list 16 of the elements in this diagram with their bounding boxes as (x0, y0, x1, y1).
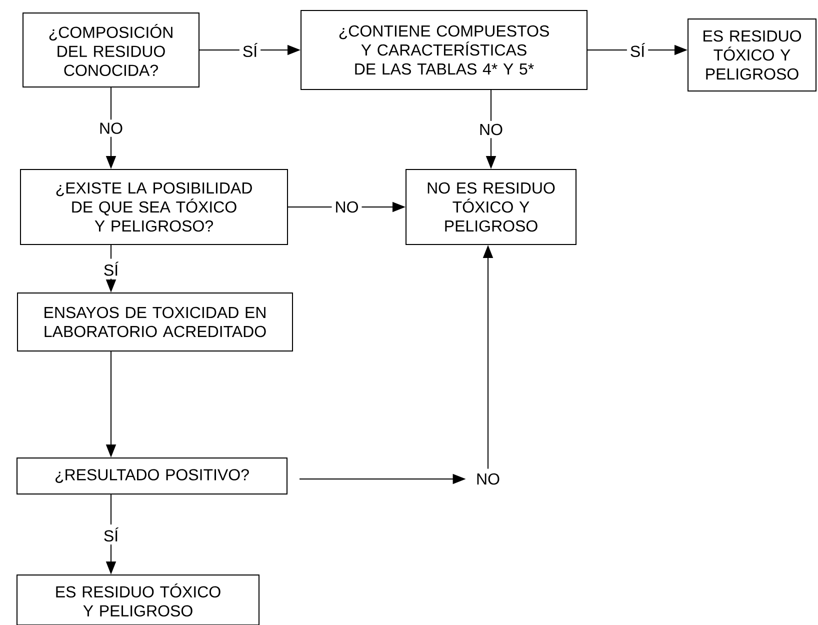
process-box: ¿EXISTE LA POSIBILIDAD DE QUE SEA TÓXICO Y PELIGROSO? (20, 169, 288, 245)
edge-label: NO (332, 198, 362, 216)
process-box: NO ES RESIDUO TÓXICO Y PELIGROSO (406, 169, 576, 245)
edge-label: NO (476, 120, 506, 138)
process-box: ¿RESULTADO POSITIVO? (16, 458, 288, 494)
edge-label: NO (96, 120, 126, 137)
process-box: ¿COMPOSICIÓN DEL RESIDUO CONOCIDA? (22, 12, 200, 88)
process-box: ES RESIDUO TÓXICO Y PELIGROSO (688, 18, 816, 92)
process-box: ES RESIDUO TÓXICO Y PELIGROSO (16, 574, 260, 625)
edge-label: SÍ (626, 40, 648, 60)
edge-label: SÍ (100, 258, 122, 279)
process-box: ¿CONTIENE COMPUESTOS Y CARACTERÍSTICAS DE LAS TABLAS 4* Y 5* (300, 10, 588, 90)
outcome-label: NO (477, 473, 500, 485)
edge-label: SÍ (100, 524, 122, 545)
edge-label: SÍ (239, 40, 261, 60)
process-box: ENSAYOS DE TOXICIDAD EN LABORATORIO ACREDITADO (17, 292, 293, 352)
